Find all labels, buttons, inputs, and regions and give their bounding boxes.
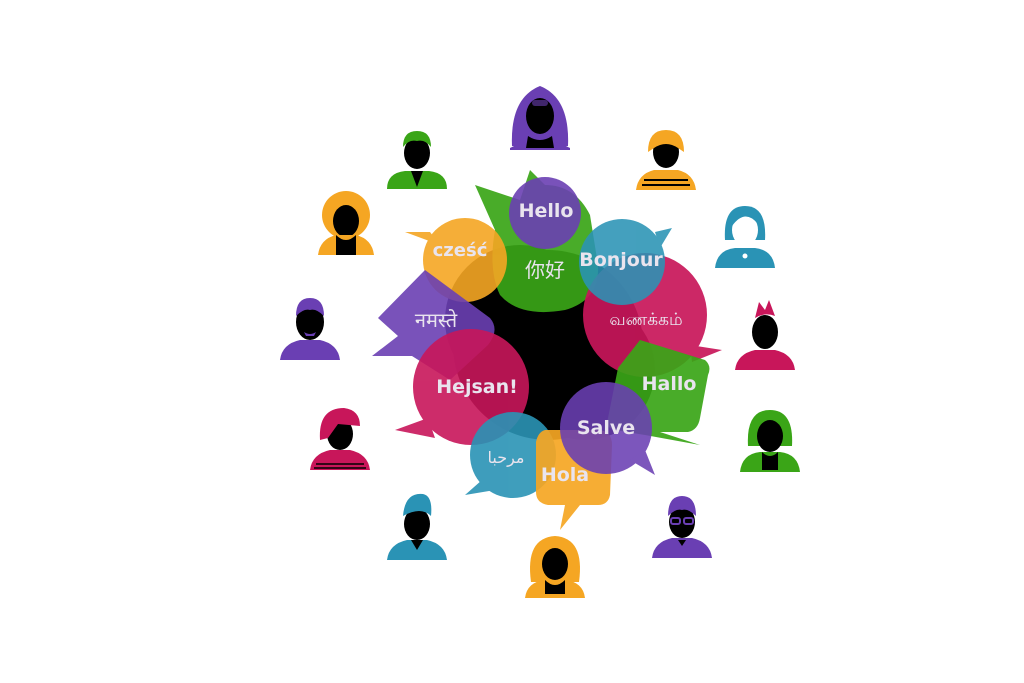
man-glasses-icon [670, 517, 694, 525]
greeting-hejsan: Hejsan! [436, 376, 518, 398]
avatar-orange-bottom-woman [525, 536, 585, 598]
greeting-hallo: Hallo [642, 373, 697, 395]
speech-bubble-czesc [405, 218, 507, 302]
speech-bubble-hello [509, 177, 581, 249]
avatar-teal-woman [715, 206, 775, 268]
greeting-hello: Hello [519, 200, 574, 222]
speech-bubble-bonjour [579, 219, 672, 305]
greeting-namaste: नमस्ते [415, 308, 458, 332]
avatar-green-woman [740, 410, 800, 472]
avatar-magenta-mohawk [735, 300, 795, 370]
avatar-green-suit-man [387, 131, 447, 189]
avatar-magenta-emo [310, 408, 370, 470]
avatar-purple-glasses [652, 496, 712, 558]
greeting-vanakkam: வணக்கம் [609, 310, 682, 330]
greeting-marhaba: مرحبا [488, 448, 525, 468]
greeting-hola: Hola [541, 464, 589, 486]
avatar-top-purple-woman [510, 86, 570, 150]
greeting-bonjour: Bonjour [579, 249, 663, 271]
greeting-salve: Salve [577, 417, 635, 439]
speech-bubble-marhaba [465, 412, 556, 498]
man-suit-icon [411, 171, 423, 187]
man-beard-icon [304, 332, 316, 336]
man-mohawk-icon [755, 300, 775, 318]
greeting-czesc: cześć [433, 240, 488, 261]
speech-bubble-salve [560, 382, 655, 475]
avatar-teal-quiff [387, 493, 447, 560]
avatar-orange-bowl-hair [636, 130, 696, 190]
avatar-purple-bearded [280, 298, 340, 360]
greeting-nihao: 你好 [525, 258, 565, 282]
man-quiff-icon [403, 493, 432, 516]
woman-bangs-icon [319, 408, 360, 440]
avatar-orange-curly [318, 191, 374, 255]
man-striped-shirt-icon [642, 179, 690, 186]
